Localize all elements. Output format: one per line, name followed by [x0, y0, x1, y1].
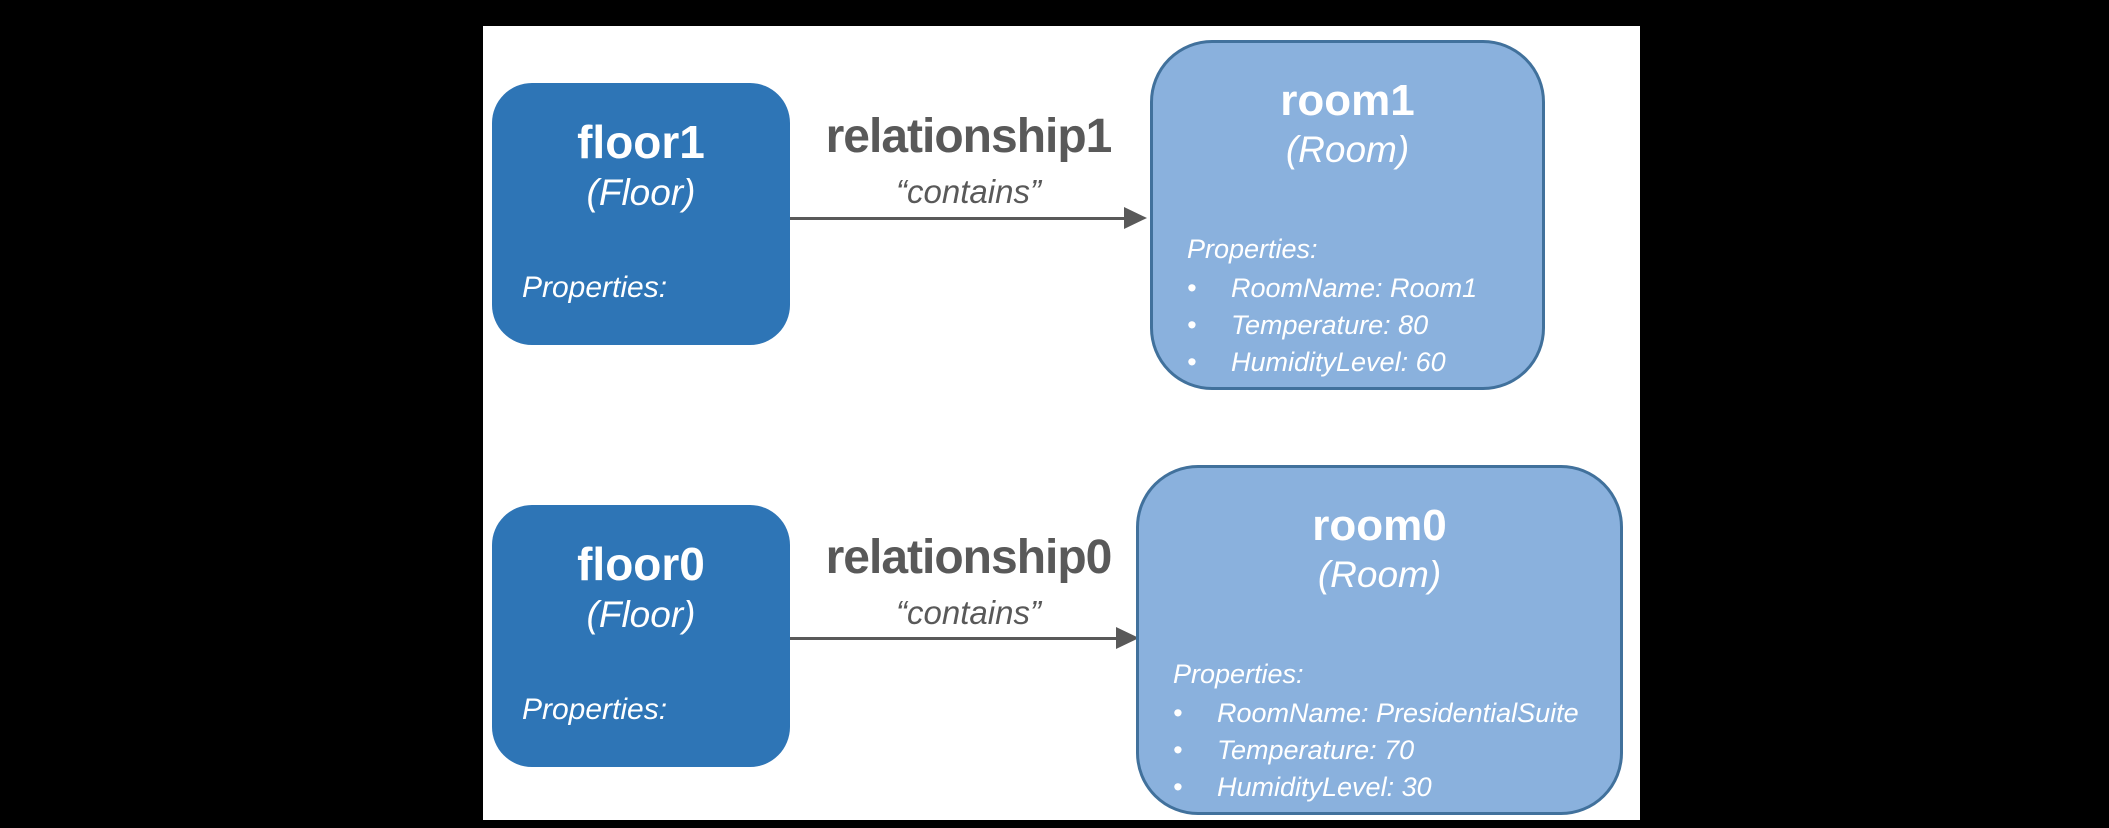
relationship-name: relationship1 — [825, 110, 1113, 163]
bullet-icon: • — [1173, 772, 1183, 802]
property-text: RoomName: PresidentialSuite — [1217, 698, 1579, 728]
property-text: RoomName: Room1 — [1231, 273, 1478, 303]
properties-label: Properties: — [1173, 659, 1304, 689]
property-item: • Temperature: 70 — [1173, 732, 1594, 769]
bullet-icon: • — [1187, 310, 1197, 340]
property-item: • RoomName: Room1 — [1187, 270, 1516, 307]
node-title: floor1 — [577, 116, 705, 168]
relationship-group: relationship0 “contains” — [790, 533, 1147, 630]
relationship-name: relationship0 — [825, 531, 1113, 584]
property-item: • Temperature: 80 — [1187, 307, 1516, 344]
property-item: • HumidityLevel: 30 — [1173, 769, 1594, 806]
relationship-kind: “contains” — [896, 173, 1041, 210]
bullet-icon: • — [1173, 735, 1183, 765]
node-type: (Floor) — [586, 594, 696, 635]
property-text: HumidityLevel: 60 — [1231, 347, 1446, 377]
relationship-arrow — [790, 637, 1118, 640]
room-node: room0 (Room) Properties: • RoomName: Pre… — [1136, 465, 1623, 815]
property-item: • HumidityLevel: 60 — [1187, 344, 1516, 381]
relationship-group: relationship1 “contains” — [790, 112, 1147, 209]
node-type: (Room) — [1285, 129, 1410, 170]
bullet-icon: • — [1187, 347, 1197, 377]
room-node: room1 (Room) Properties: • RoomName: Roo… — [1150, 40, 1545, 390]
properties-label: Properties: — [522, 271, 668, 304]
properties-block: Properties: • RoomName: PresidentialSuit… — [1173, 656, 1594, 806]
property-text: Temperature: 70 — [1217, 735, 1415, 765]
relationship-arrow — [790, 217, 1126, 220]
floor-node: floor0 (Floor) Properties: — [492, 505, 790, 767]
node-header: room1 (Room) — [1153, 43, 1542, 173]
properties-label: Properties: — [522, 693, 668, 726]
node-header: room0 (Room) — [1139, 468, 1620, 598]
bullet-icon: • — [1173, 698, 1183, 728]
properties-label: Properties: — [1187, 234, 1318, 264]
properties-list: • RoomName: PresidentialSuite • Temperat… — [1173, 695, 1594, 806]
node-header: floor1 (Floor) — [492, 83, 790, 216]
arrow-head-icon — [1116, 627, 1139, 649]
node-type: (Floor) — [586, 172, 696, 213]
properties-block: Properties: • RoomName: Room1 • Temperat… — [1187, 231, 1516, 381]
floor-node: floor1 (Floor) Properties: — [492, 83, 790, 345]
node-title: room1 — [1280, 76, 1415, 125]
arrow-head-icon — [1124, 207, 1147, 229]
node-title: room0 — [1312, 501, 1447, 550]
node-title: floor0 — [577, 538, 705, 590]
relationship-kind: “contains” — [896, 594, 1041, 631]
bullet-icon: • — [1187, 273, 1197, 303]
property-item: • RoomName: PresidentialSuite — [1173, 695, 1594, 732]
property-text: Temperature: 80 — [1231, 310, 1429, 340]
node-header: floor0 (Floor) — [492, 505, 790, 638]
properties-list: • RoomName: Room1 • Temperature: 80 • Hu… — [1187, 270, 1516, 381]
node-type: (Room) — [1317, 554, 1442, 595]
property-text: HumidityLevel: 30 — [1217, 772, 1432, 802]
